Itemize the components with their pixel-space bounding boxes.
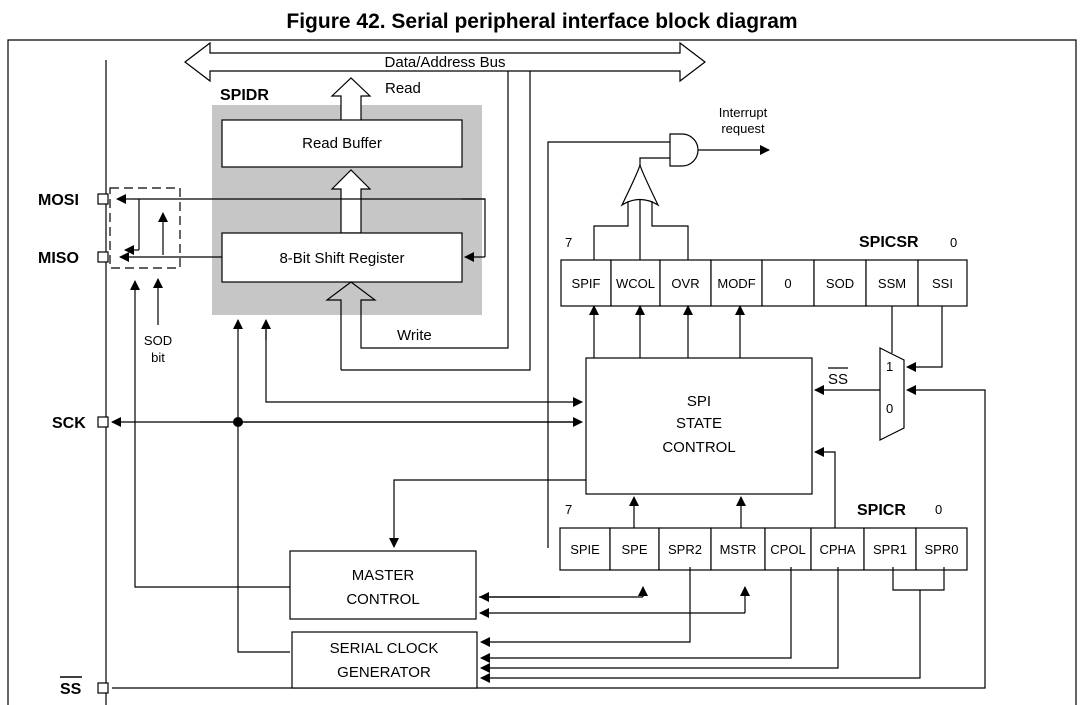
read-arrow xyxy=(330,77,372,125)
mosi-label: MOSI xyxy=(38,192,79,209)
spicr-bit-spr1: SPR1 xyxy=(873,542,907,557)
spicr-bit-spie: SPIE xyxy=(570,542,600,557)
spicsr-name: SPICSR xyxy=(859,234,919,251)
spicr-bit-cpol-cell xyxy=(764,527,812,571)
mux-in0: 0 xyxy=(886,401,893,416)
read-label: Read xyxy=(385,80,421,97)
spicr-msb: 7 xyxy=(565,502,572,517)
mux-in1: 1 xyxy=(886,359,893,374)
shift-register-label: 8-Bit Shift Register xyxy=(279,250,404,267)
spicsr-bit-0-cell xyxy=(761,259,815,307)
or-to-and xyxy=(639,157,670,165)
cpol-to-clock xyxy=(480,567,792,663)
or-gate-inputs xyxy=(593,199,689,260)
spicr-bit-spie-cell xyxy=(559,527,611,571)
ss-mux xyxy=(879,347,905,441)
write-bus-return xyxy=(341,71,531,371)
spicsr-bit-ssi: SSI xyxy=(932,276,953,291)
spicr-bit-cpha-cell xyxy=(810,527,865,571)
master-to-switch xyxy=(130,280,290,588)
spidr-label: SPIDR xyxy=(220,87,269,104)
master-control-line2: CONTROL xyxy=(346,591,419,608)
spicsr-bit-ssm: SSM xyxy=(878,276,906,291)
master-control-line1: MASTER xyxy=(352,567,415,584)
spicr-lsb: 0 xyxy=(935,502,942,517)
spicr-bit-mstr: MSTR xyxy=(720,542,757,557)
pin-switch-box xyxy=(109,187,181,269)
spicr-register: SPIE SPE SPR2 MSTR CPOL CPHA SPR1 SPR0 xyxy=(559,527,968,571)
shift-state-link xyxy=(265,322,583,407)
sck-label: SCK xyxy=(52,415,86,432)
cpha-to-state xyxy=(814,447,836,528)
miso-label: MISO xyxy=(38,250,79,267)
spicr-bit-spe-cell xyxy=(609,527,660,571)
spicr-bit-mstr-cell xyxy=(710,527,766,571)
spicsr-bit-0: 0 xyxy=(784,276,791,291)
spr2-to-clock xyxy=(480,567,691,647)
mux-ss-label: SS xyxy=(828,371,848,388)
write-arrow xyxy=(325,71,509,370)
figure-title: Figure 42. Serial peripheral interface b… xyxy=(286,10,797,33)
state-control-line3: CONTROL xyxy=(662,439,735,456)
mosi-loop xyxy=(462,198,486,257)
spicr-bit-cpol: CPOL xyxy=(770,542,805,557)
ss-pin xyxy=(97,682,109,694)
miso-pin xyxy=(97,251,109,263)
spicr-bit-cpha: CPHA xyxy=(819,542,855,557)
spicsr-bit-ssi-cell xyxy=(917,259,968,307)
spicsr-bit-wcol: WCOL xyxy=(616,276,655,291)
figure-frame xyxy=(7,39,1077,705)
clock-to-shift xyxy=(233,319,290,653)
master-control xyxy=(289,550,477,620)
ss-pin-label: SS xyxy=(60,681,82,698)
write-label: Write xyxy=(397,327,432,344)
spicsr-bit-modf-cell xyxy=(710,259,763,307)
clock-gen-line1: SERIAL CLOCK xyxy=(330,640,439,657)
spicr-bit-spr1-cell xyxy=(863,527,917,571)
spicr-bit-spr2: SPR2 xyxy=(668,542,702,557)
shift-to-buffer-arrow xyxy=(330,169,372,234)
spicsr-bit-spif: SPIF xyxy=(572,276,601,291)
spicr-name: SPICR xyxy=(857,502,906,519)
spi-state-control xyxy=(585,357,813,495)
spicsr-register: SPIF WCOL OVR MODF 0 SOD SSM SSI xyxy=(560,259,968,307)
spr-to-clock xyxy=(481,567,945,678)
sck-pin xyxy=(97,416,109,428)
spicr-bit-spr0-cell xyxy=(915,527,968,571)
state-control-line1: SPI xyxy=(687,393,711,410)
clock-gen-line2: GENERATOR xyxy=(337,664,431,681)
ss-to-mux xyxy=(112,385,986,689)
spicsr-bit-ssm-cell xyxy=(865,259,919,307)
spicsr-bit-ovr: OVR xyxy=(671,276,699,291)
sod-label-line1: SOD xyxy=(144,333,172,348)
mosi-pin xyxy=(97,193,109,205)
ssi-to-mux xyxy=(906,306,943,372)
spicr-bit-spe: SPE xyxy=(621,542,647,557)
cpha-to-clock xyxy=(480,567,839,673)
spicsr-bit-wcol-cell xyxy=(610,259,661,307)
read-buffer xyxy=(221,119,463,168)
read-buffer-label: Read Buffer xyxy=(302,135,382,152)
interrupt-label-line1: Interrupt xyxy=(719,105,768,120)
sod-label-line2: bit xyxy=(151,350,165,365)
spicsr-bit-sod: SOD xyxy=(826,276,854,291)
spicr-bit-spr0: SPR0 xyxy=(925,542,959,557)
spie-to-and xyxy=(547,141,670,548)
state-control-line2: STATE xyxy=(676,415,722,432)
interrupt-label-line2: request xyxy=(721,121,765,136)
spicsr-lsb: 0 xyxy=(950,235,957,250)
spicsr-msb: 7 xyxy=(565,235,572,250)
spicsr-bit-modf: MODF xyxy=(717,276,755,291)
and-gate xyxy=(669,133,699,167)
data-address-bus xyxy=(184,41,706,83)
spicsr-bit-sod-cell xyxy=(813,259,867,307)
serial-clock-generator xyxy=(291,631,478,689)
state-to-master xyxy=(389,479,586,548)
bus-label: Data/Address Bus xyxy=(385,54,506,71)
